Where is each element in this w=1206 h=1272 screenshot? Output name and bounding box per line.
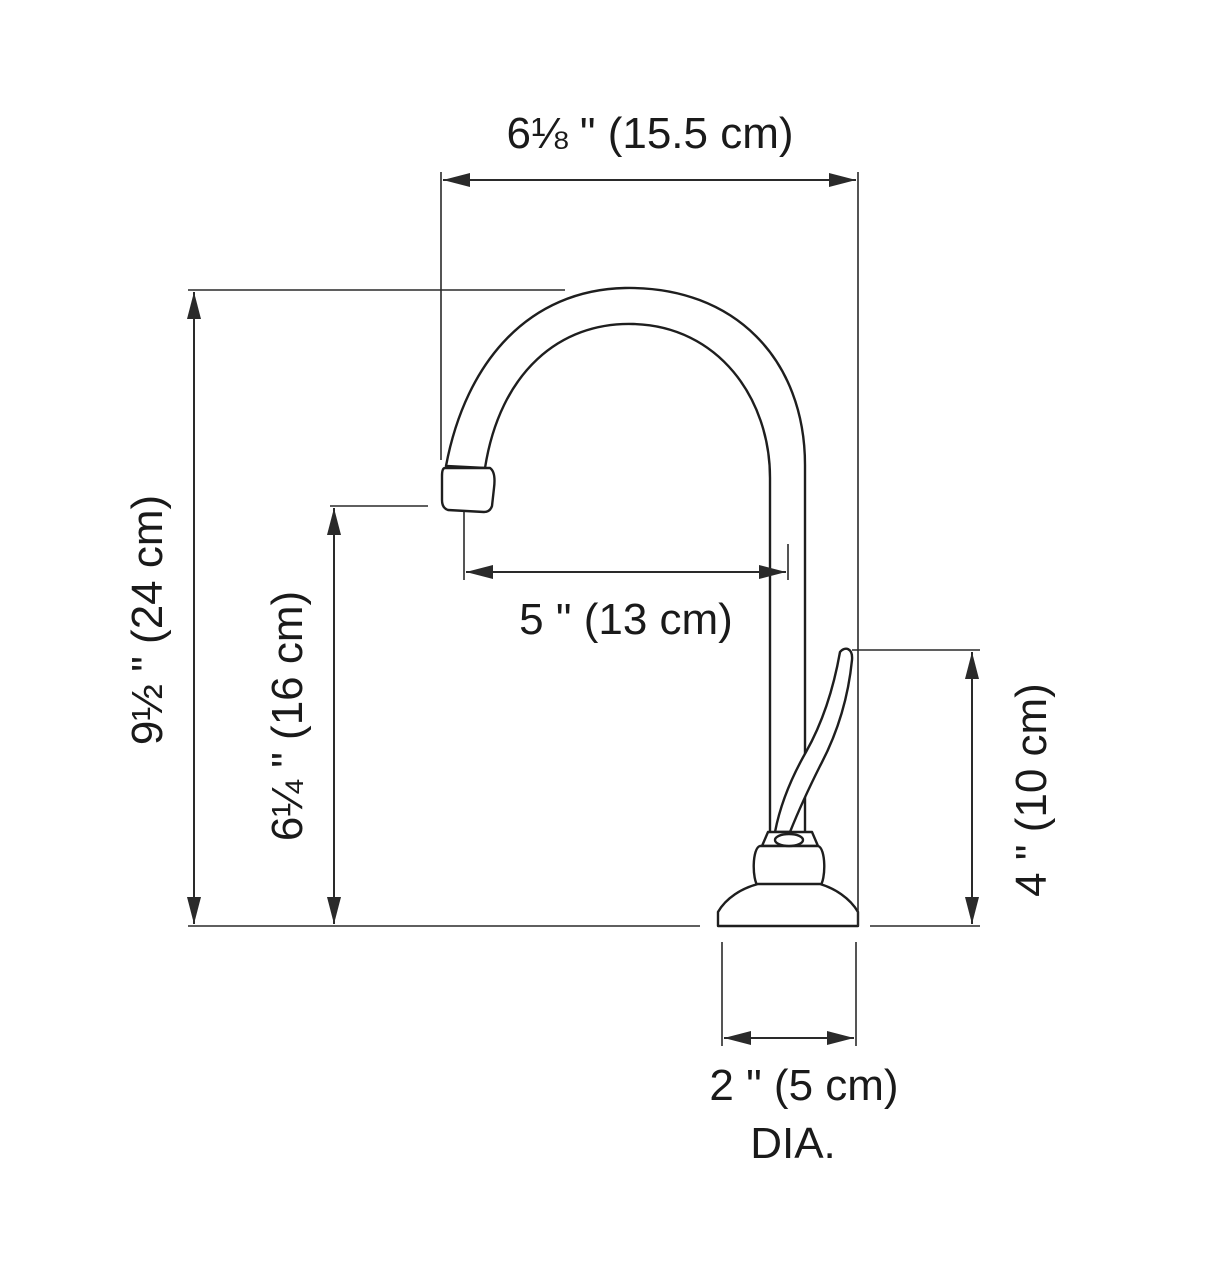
handle-lever [773,647,854,834]
handle-height-label: 4 " (10 cm) [1007,683,1056,897]
valve-body [752,844,826,888]
faucet-drawing [440,286,860,928]
base-diameter-note: DIA. [750,1119,836,1168]
base-diameter-label: 2 " (5 cm) [709,1061,898,1110]
dimension-base-diameter: 2 " (5 cm) DIA. [709,942,899,1168]
dimension-spout-height: 6¼ " (16 cm) [263,505,428,924]
spout-reach-label: 5 " (13 cm) [519,595,733,644]
dimension-handle-height: 4 " (10 cm) [852,649,1056,924]
spout-height-label: 6¼ " (16 cm) [263,591,312,841]
base-escutcheon [716,882,860,928]
overall-height-label: 9½ " (24 cm) [123,495,172,745]
dimension-overall-height: 9½ " (24 cm) [123,289,980,927]
gooseneck-spout [444,286,807,840]
dimension-overall-width: 6⅛ " (15.5 cm) [440,109,859,926]
dimension-spout-reach: 5 " (13 cm) [463,512,789,644]
overall-width-label: 6⅛ " (15.5 cm) [506,109,793,158]
valve-cap [773,832,805,848]
aerator-tip [440,466,496,514]
